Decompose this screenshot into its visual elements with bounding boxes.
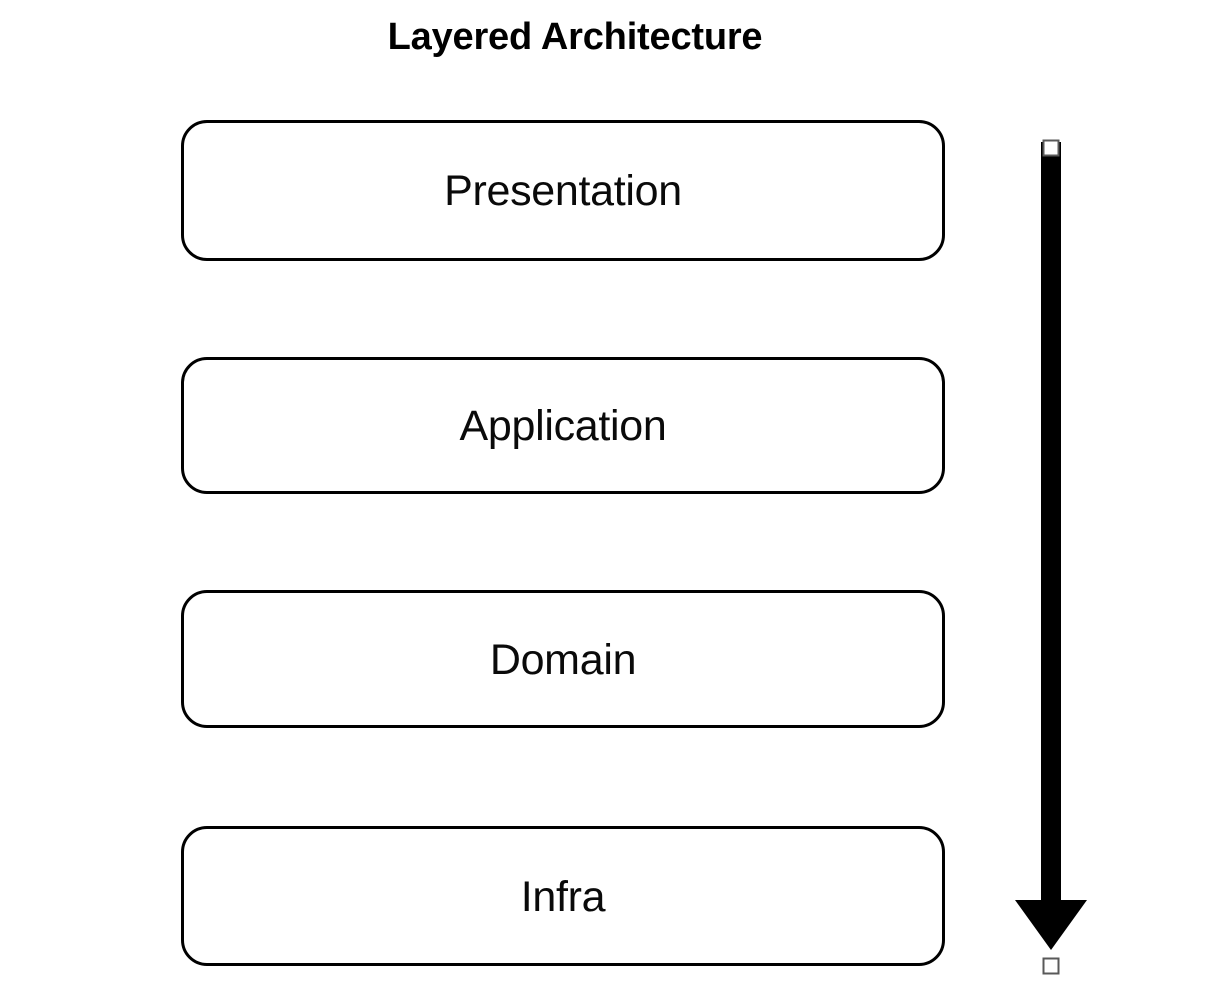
layer-label: Presentation: [444, 167, 682, 215]
layer-box-application[interactable]: Application: [181, 357, 945, 494]
layer-box-domain[interactable]: Domain: [181, 590, 945, 728]
layer-label: Infra: [520, 872, 606, 921]
layer-label: Domain: [489, 635, 637, 684]
layer-box-presentation[interactable]: Presentation: [181, 120, 945, 261]
layer-label: Application: [459, 402, 667, 450]
layer-box-infra[interactable]: Infra: [181, 826, 945, 966]
arrow-shaft: [1041, 142, 1061, 900]
bottom-resize-handle: [1042, 957, 1060, 975]
arrow-head: [1015, 900, 1087, 950]
top-resize-handle: [1042, 139, 1060, 157]
downward-dependency-arrow[interactable]: [1008, 132, 1094, 980]
page-title: Layered Architecture: [387, 16, 763, 58]
